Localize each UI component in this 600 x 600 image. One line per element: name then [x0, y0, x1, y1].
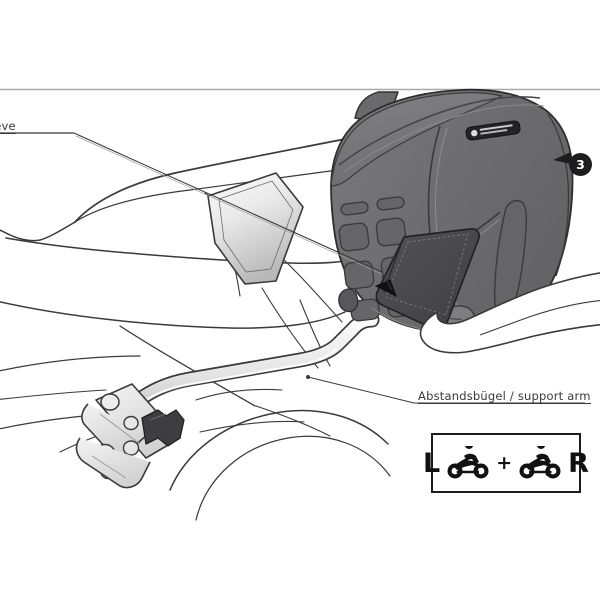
support-arm-tube: [112, 312, 380, 426]
plus-sign: +: [496, 452, 513, 474]
step-number-badge: 3: [569, 153, 592, 176]
sleeve-label: eeve: [0, 119, 16, 134]
right-side-letter: R: [568, 447, 589, 479]
support-arm-label-text: Abstandsbügel / support arm: [418, 389, 591, 403]
left-side-letter: L: [423, 447, 441, 479]
motorcycle-left-icon: [447, 446, 489, 479]
support-arm-label: Abstandsbügel / support arm: [418, 389, 591, 404]
motorcycle-tail-section: [0, 131, 401, 521]
hand-holding-bag: [419, 272, 600, 354]
step-number-text: 3: [576, 157, 585, 172]
sw-motech-logo-tag: [465, 120, 521, 141]
velcro-sleeve-flap: [375, 228, 480, 331]
sleeve-label-text: eeve: [0, 119, 16, 133]
side-indicator-box: L +: [423, 433, 589, 493]
motorcycle-right-icon: [519, 446, 561, 479]
clamp-block: [141, 409, 185, 447]
step-badge-pointer: [553, 152, 571, 164]
